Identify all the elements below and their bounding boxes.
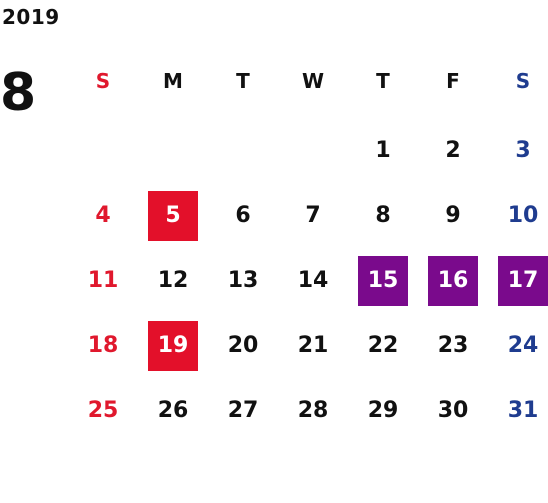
weekday-header-6: F [446,69,460,93]
highlighted-day-15[interactable]: 15 [358,256,408,306]
day-27[interactable]: 27 [227,398,259,423]
weekday-header-5: T [376,69,390,93]
day-12[interactable]: 12 [157,268,189,293]
day-22[interactable]: 22 [367,333,399,358]
day-3[interactable]: 3 [515,138,531,163]
day-11[interactable]: 11 [87,268,119,293]
month-number: 8 [0,63,37,123]
highlighted-day-16[interactable]: 16 [428,256,478,306]
day-2[interactable]: 2 [445,138,461,163]
weekday-header-4: W [301,69,325,93]
year-label: 2019 [2,5,60,29]
day-7[interactable]: 7 [305,203,321,228]
day-30[interactable]: 30 [437,398,469,423]
weekday-header-3: T [236,69,250,93]
day-14[interactable]: 14 [297,268,329,293]
day-21[interactable]: 21 [297,333,329,358]
day-6[interactable]: 6 [235,203,251,228]
highlighted-day-17[interactable]: 17 [498,256,548,306]
day-8[interactable]: 8 [375,203,391,228]
day-29[interactable]: 29 [367,398,399,423]
day-9[interactable]: 9 [445,203,461,228]
day-24[interactable]: 24 [507,333,539,358]
day-23[interactable]: 23 [437,333,469,358]
day-1[interactable]: 1 [375,138,391,163]
day-18[interactable]: 18 [87,333,119,358]
day-28[interactable]: 28 [297,398,329,423]
day-31[interactable]: 31 [507,398,539,423]
day-13[interactable]: 13 [227,268,259,293]
weekday-header-7: S [515,69,531,93]
day-25[interactable]: 25 [87,398,119,423]
weekday-header-1: S [95,69,111,93]
holiday-day-19[interactable]: 19 [148,321,198,371]
holiday-day-5[interactable]: 5 [148,191,198,241]
day-10[interactable]: 10 [507,203,539,228]
weekday-header-2: M [163,69,183,93]
day-4[interactable]: 4 [95,203,111,228]
day-20[interactable]: 20 [227,333,259,358]
day-26[interactable]: 26 [157,398,189,423]
